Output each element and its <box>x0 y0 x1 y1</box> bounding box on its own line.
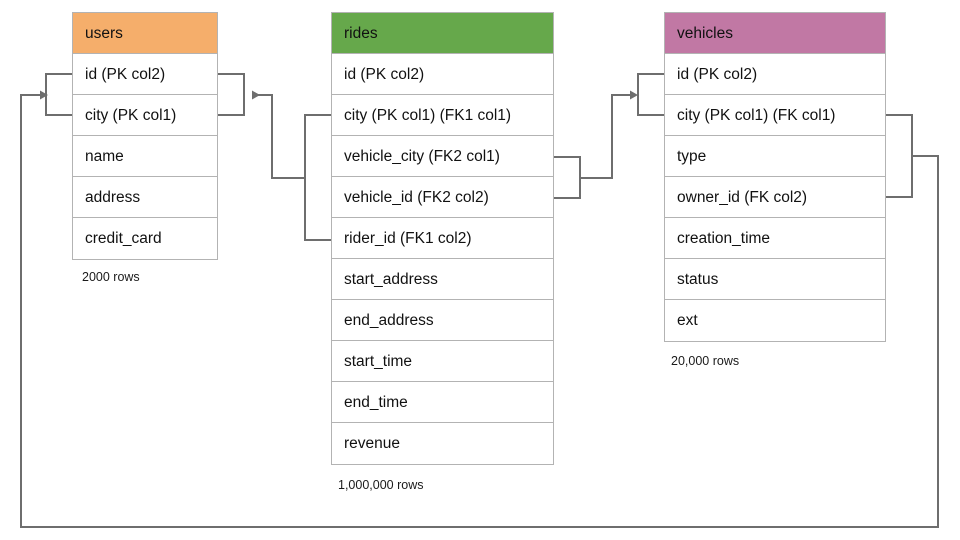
table-vehicles-column-city[interactable]: city (PK col1) (FK col1) <box>665 95 885 136</box>
table-rides-column-vehicle-id[interactable]: vehicle_id (FK2 col2) <box>332 177 553 218</box>
connector-rides-to-users <box>252 90 305 179</box>
table-users-header: users <box>73 13 217 54</box>
table-vehicles[interactable]: vehicles id (PK col2) city (PK col1) (FK… <box>664 12 886 342</box>
table-rides-column-revenue[interactable]: revenue <box>332 423 553 464</box>
table-vehicles-header: vehicles <box>665 13 885 54</box>
table-vehicles-column-ext[interactable]: ext <box>665 300 885 341</box>
vehicles-left-bracket <box>637 73 664 116</box>
rides-right-bracket <box>554 156 581 199</box>
users-left-bracket <box>45 73 72 116</box>
table-vehicles-column-owner-id[interactable]: owner_id (FK col2) <box>665 177 885 218</box>
table-rides-row-count: 1,000,000 rows <box>338 478 424 492</box>
table-rides-column-city[interactable]: city (PK col1) (FK1 col1) <box>332 95 553 136</box>
vehicles-right-bracket <box>886 114 913 198</box>
table-users-column-id[interactable]: id (PK col2) <box>73 54 217 95</box>
table-users-column-name[interactable]: name <box>73 136 217 177</box>
table-rides[interactable]: rides id (PK col2) city (PK col1) (FK1 c… <box>331 12 554 465</box>
table-vehicles-column-type[interactable]: type <box>665 136 885 177</box>
table-vehicles-column-status[interactable]: status <box>665 259 885 300</box>
table-users[interactable]: users id (PK col2) city (PK col1) name a… <box>72 12 218 260</box>
table-rides-column-start-address[interactable]: start_address <box>332 259 553 300</box>
table-users-row-count: 2000 rows <box>82 270 140 284</box>
table-rides-column-end-address[interactable]: end_address <box>332 300 553 341</box>
users-right-bracket <box>218 73 245 116</box>
table-rides-header: rides <box>332 13 553 54</box>
table-vehicles-row-count: 20,000 rows <box>671 354 740 368</box>
table-rides-column-rider-id[interactable]: rider_id (FK1 col2) <box>332 218 553 259</box>
connector-rides-to-vehicles <box>580 90 638 179</box>
table-users-column-city[interactable]: city (PK col1) <box>73 95 217 136</box>
table-vehicles-column-id[interactable]: id (PK col2) <box>665 54 885 95</box>
table-rides-column-vehicle-city[interactable]: vehicle_city (FK2 col1) <box>332 136 553 177</box>
table-users-column-credit-card[interactable]: credit_card <box>73 218 217 259</box>
table-rides-column-id[interactable]: id (PK col2) <box>332 54 553 95</box>
table-vehicles-column-creation-time[interactable]: creation_time <box>665 218 885 259</box>
table-rides-column-end-time[interactable]: end_time <box>332 382 553 423</box>
rides-left-bracket <box>304 114 331 241</box>
table-rides-column-start-time[interactable]: start_time <box>332 341 553 382</box>
table-users-column-address[interactable]: address <box>73 177 217 218</box>
